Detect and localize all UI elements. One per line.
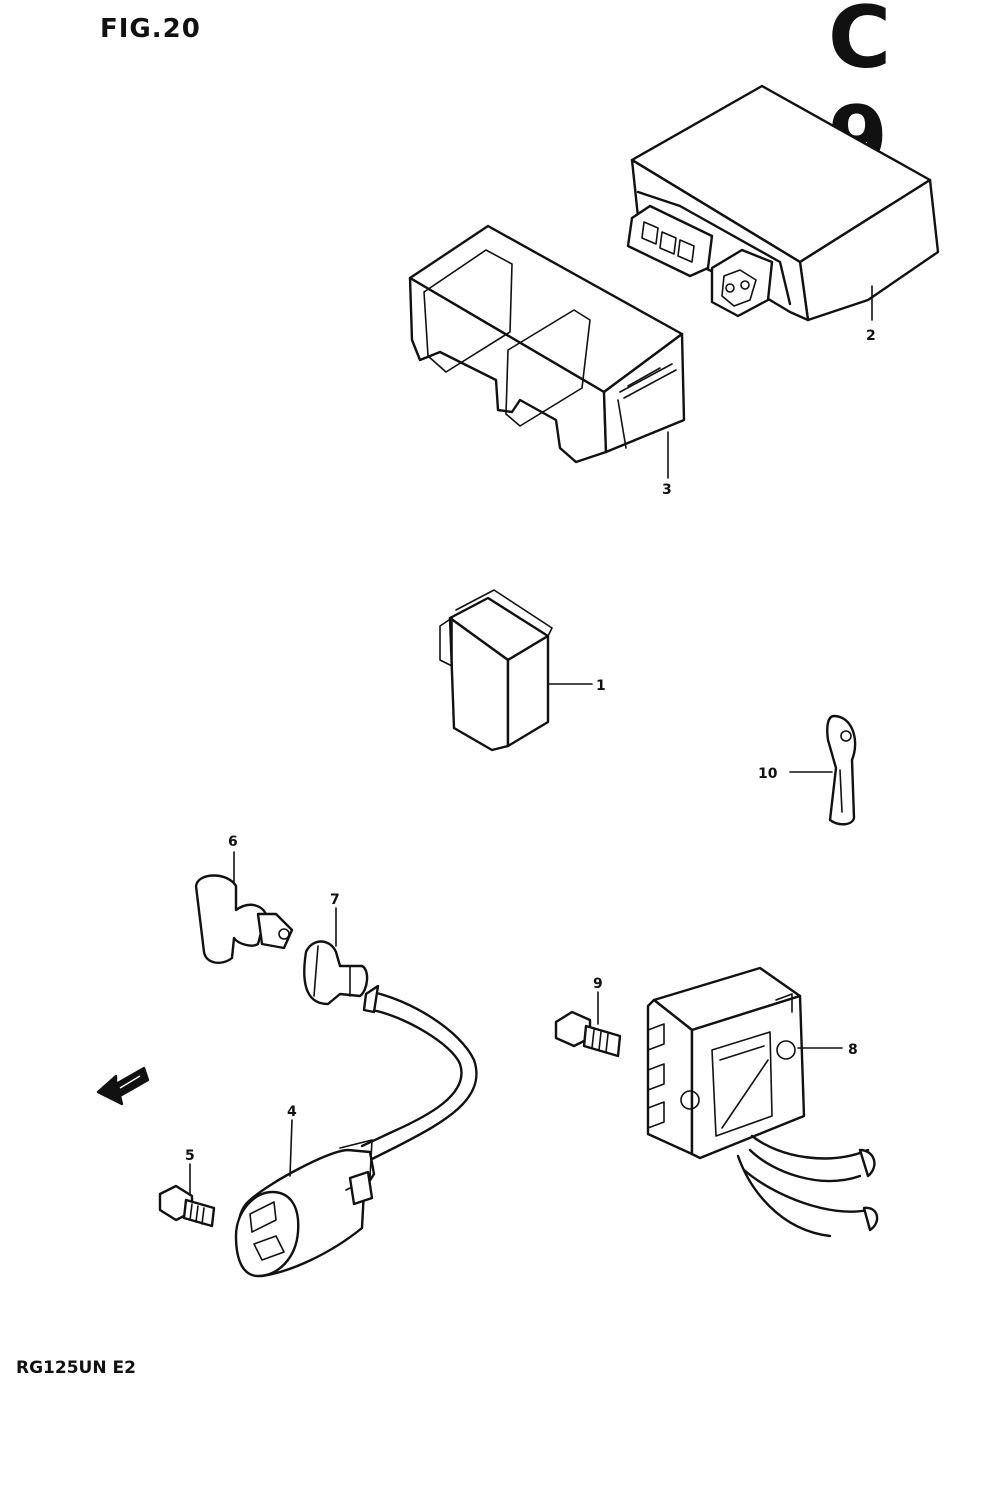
part-1-relay: [439, 589, 553, 752]
model-code: RG125UN E2: [16, 1358, 136, 1378]
part-4-ignition-coil: [234, 984, 478, 1278]
callout-4: 4: [287, 1104, 297, 1120]
callout-9: 9: [593, 976, 603, 992]
part-7-grommet: [303, 940, 369, 1006]
figure-label: FIG.20: [100, 14, 201, 44]
part-3-cover: [408, 224, 686, 464]
callout-3: 3: [662, 482, 672, 498]
part-8-regulator: [646, 966, 879, 1238]
callout-6: 6: [228, 834, 238, 850]
callout-1: 1: [596, 678, 606, 694]
callout-5: 5: [185, 1148, 195, 1164]
callout-labels: 1 2 3 4 5 6 7 8 9 10: [185, 328, 876, 1164]
part-5-bolt: [158, 1184, 216, 1228]
part-6-plug-cap: [194, 874, 294, 964]
part-9-bolt: [554, 1010, 622, 1058]
callout-10: 10: [758, 766, 778, 782]
callout-2: 2: [866, 328, 876, 344]
callout-8: 8: [848, 1042, 858, 1058]
front-direction-arrow-icon: [96, 1066, 150, 1106]
callout-7: 7: [330, 892, 340, 908]
leader-lines: [189, 285, 873, 1195]
part-10-clamp: [826, 714, 857, 826]
part-2-cdi-unit: [626, 84, 940, 322]
